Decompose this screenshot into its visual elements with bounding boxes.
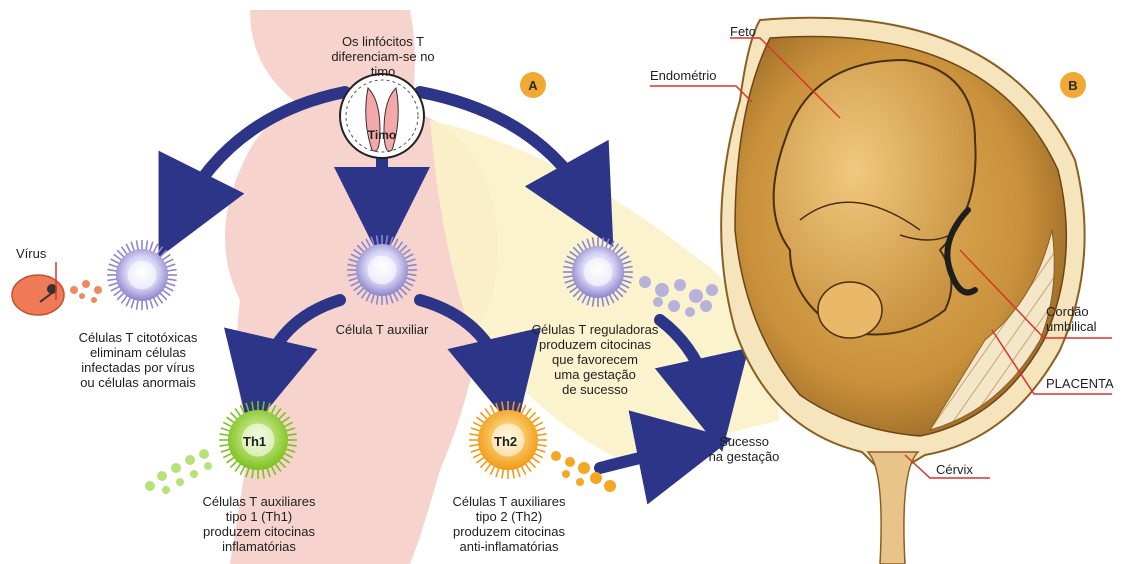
endometrio-label: Endométrio bbox=[650, 68, 716, 83]
regulatory-t-cell bbox=[563, 237, 633, 307]
cytotoxic-text: Células T citotóxicas eliminam células i… bbox=[60, 330, 216, 390]
cervix-region bbox=[868, 452, 918, 564]
cytotoxic-t-cell bbox=[107, 240, 177, 310]
th2-tag: Th2 bbox=[494, 434, 517, 449]
cordao-label: Cordão umbilical bbox=[1046, 304, 1097, 334]
uterus-illustration bbox=[721, 18, 1084, 564]
placenta-label: PLACENTA bbox=[1046, 376, 1114, 391]
virus-particles bbox=[70, 280, 102, 303]
thymus-illustration bbox=[340, 74, 424, 158]
helper-t-cell bbox=[347, 235, 417, 305]
regulatory-text: Células T reguladoras produzem citocinas… bbox=[520, 322, 670, 397]
helper-text: Célula T auxiliar bbox=[312, 322, 452, 337]
success-text: Sucesso na gestação bbox=[694, 434, 794, 464]
virus-label: Vírus bbox=[16, 246, 46, 261]
thymus-label: Timo bbox=[362, 128, 402, 143]
th2-text: Células T auxiliares tipo 2 (Th2) produz… bbox=[434, 494, 584, 554]
th1-cytokines bbox=[145, 449, 212, 494]
thymus-note: Os linfócitos T diferenciam-se no timo bbox=[318, 34, 448, 79]
th1-tag: Th1 bbox=[243, 434, 266, 449]
badge-a: A bbox=[520, 72, 546, 98]
badge-b: B bbox=[1060, 72, 1086, 98]
th1-text: Células T auxiliares tipo 1 (Th1) produz… bbox=[184, 494, 334, 554]
feto-label: Feto bbox=[730, 24, 756, 39]
cervix-label: Cérvix bbox=[936, 462, 973, 477]
